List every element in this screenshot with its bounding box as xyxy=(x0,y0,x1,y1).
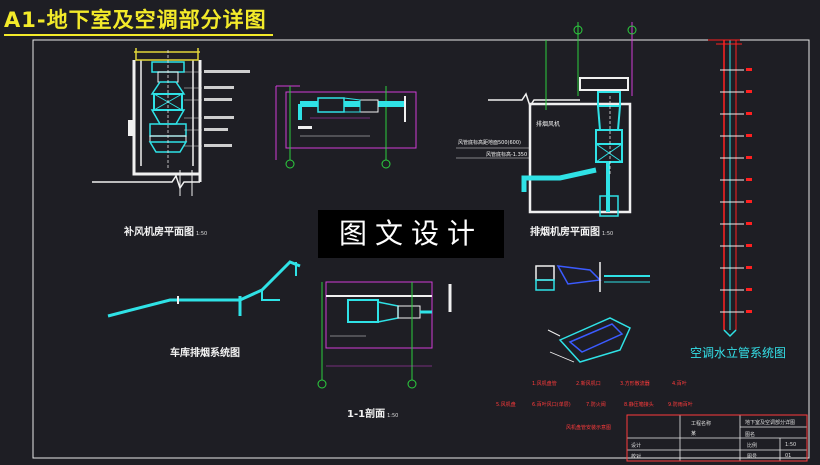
sheet-title: A1-地下室及空调部分详图 xyxy=(4,4,273,36)
title-block-row2-left: 校对 xyxy=(631,454,642,460)
title-block-drawing-label: 图名 xyxy=(745,432,756,438)
supply-room-plan-scale: 1:50 xyxy=(196,231,208,237)
watermark: 图文设计 xyxy=(318,210,504,258)
title-block-project-label: 工程名称 xyxy=(691,421,712,427)
title-block-row1-right: 比例 xyxy=(747,443,758,449)
supply-room-plan xyxy=(92,48,250,196)
sheet-title-text: A1-地下室及空调部分详图 xyxy=(4,8,267,32)
title-block-row1-value: 1:50 xyxy=(785,442,797,448)
legend-note-8: 8.静压箱接头 xyxy=(624,402,654,408)
exhaust-room-plan-scale: 1:50 xyxy=(602,231,614,237)
supply-room-plan-title: 补风机房平面图 xyxy=(124,227,194,238)
sheet-border xyxy=(32,39,810,459)
legend-caption: 风机盘管安装示意图 xyxy=(566,425,612,431)
title-block-row2-right: 图号 xyxy=(747,454,758,460)
legend-note-4: 4.百叶 xyxy=(672,381,687,387)
fan-coil-detail xyxy=(535,262,650,363)
exhaust-room-plan xyxy=(456,22,637,217)
duct-elevation-note: 风管底标高距地面500(600) xyxy=(458,140,521,146)
chiller-riser xyxy=(708,39,752,338)
section-1-1 xyxy=(317,281,452,389)
legend-note-2: 2.新风机口 xyxy=(576,381,601,387)
section-1-1-scale: 1:50 xyxy=(387,413,399,419)
title-block-drawing-value: 地下室及空调部分详图 xyxy=(745,420,796,426)
elevation-note: 风管底标高-1.350 xyxy=(486,152,528,158)
title-underline xyxy=(4,34,273,36)
legend-note-7: 7.防火阀 xyxy=(586,402,606,408)
legend-note-1: 1.风机盘管 xyxy=(532,381,557,387)
garage-smoke-system-title: 车库排烟系统图 xyxy=(170,348,240,359)
legend-note-9: 9.防雨百叶 xyxy=(668,402,693,408)
garage-smoke-system xyxy=(107,260,301,318)
title-block: 工程名称 某 图名 地下室及空调部分详图 设计 比例 1:50 校对 图号 01 xyxy=(627,415,807,461)
legend-note-5: 5.风机盘 xyxy=(496,402,516,408)
section-1-1-title: 1-1剖面 xyxy=(347,409,386,420)
chiller-riser-label: 空调水立管系统图 xyxy=(690,346,787,360)
legend-note-3: 3.方形散流器 xyxy=(620,381,650,387)
exhaust-fan-tag: 排烟风机 xyxy=(536,121,561,128)
title-block-row1-left: 设计 xyxy=(631,443,642,449)
middle-duct-plan xyxy=(275,85,417,169)
exhaust-room-plan-title: 排烟机房平面图 xyxy=(530,227,600,238)
title-block-row2-value: 01 xyxy=(785,453,792,459)
title-block-project-value: 某 xyxy=(691,431,697,437)
legend-note-6: 6.百叶风口(单层) xyxy=(532,402,571,408)
garage-smoke-system-label: 车库排烟系统图 xyxy=(170,344,240,359)
